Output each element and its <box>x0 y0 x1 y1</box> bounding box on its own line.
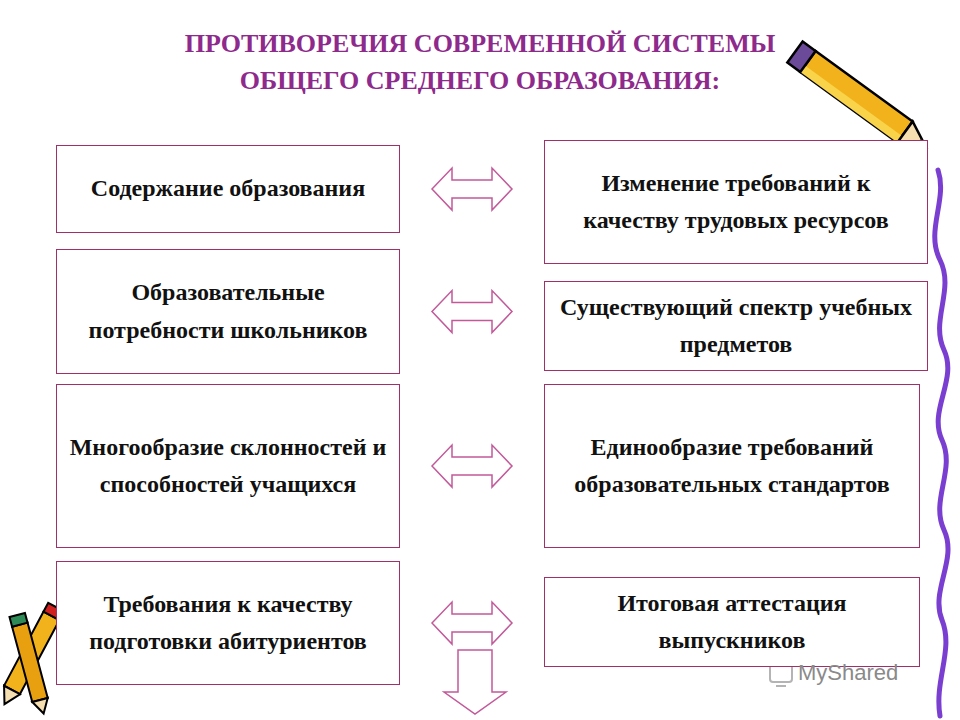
diagram-title: ПРОТИВОРЕЧИЯ СОВРЕМЕННОЙ СИСТЕМЫ ОБЩЕГО … <box>170 26 790 100</box>
process-box: Существующий спектр учебных предметов <box>544 281 928 371</box>
process-box: Образовательные потребности школьников <box>56 249 400 374</box>
box-text: Итоговая аттестация выпускников <box>555 585 909 659</box>
double-arrow <box>432 602 512 644</box>
box-text: Существующий спектр учебных предметов <box>555 289 917 363</box>
box-text: Изменение требований к качеству трудовых… <box>555 165 917 239</box>
process-box: Единообразие требований образовательных … <box>544 384 920 548</box>
process-box: Изменение требований к качеству трудовых… <box>544 140 928 264</box>
double-arrow <box>432 291 512 333</box>
wavy-line <box>935 170 948 716</box>
double-arrow <box>432 445 512 487</box>
box-text: Образовательные потребности школьников <box>67 274 389 348</box>
box-text: Многообразие склонностей и способностей … <box>67 429 389 503</box>
process-box: Содержание образования <box>56 145 400 233</box>
double-arrow <box>432 168 512 210</box>
process-box: Многообразие склонностей и способностей … <box>56 384 400 548</box>
box-text: Содержание образования <box>91 170 365 207</box>
down-arrow <box>444 650 506 714</box>
box-text: Требования к качеству подготовки абитури… <box>67 586 389 660</box>
box-text: Единообразие требований образовательных … <box>555 429 909 503</box>
pencil <box>0 603 64 709</box>
process-box: Итоговая аттестация выпускников <box>544 577 920 667</box>
watermark: MyShared <box>798 660 898 686</box>
pencil <box>9 613 51 716</box>
process-box: Требования к качеству подготовки абитури… <box>56 561 400 685</box>
